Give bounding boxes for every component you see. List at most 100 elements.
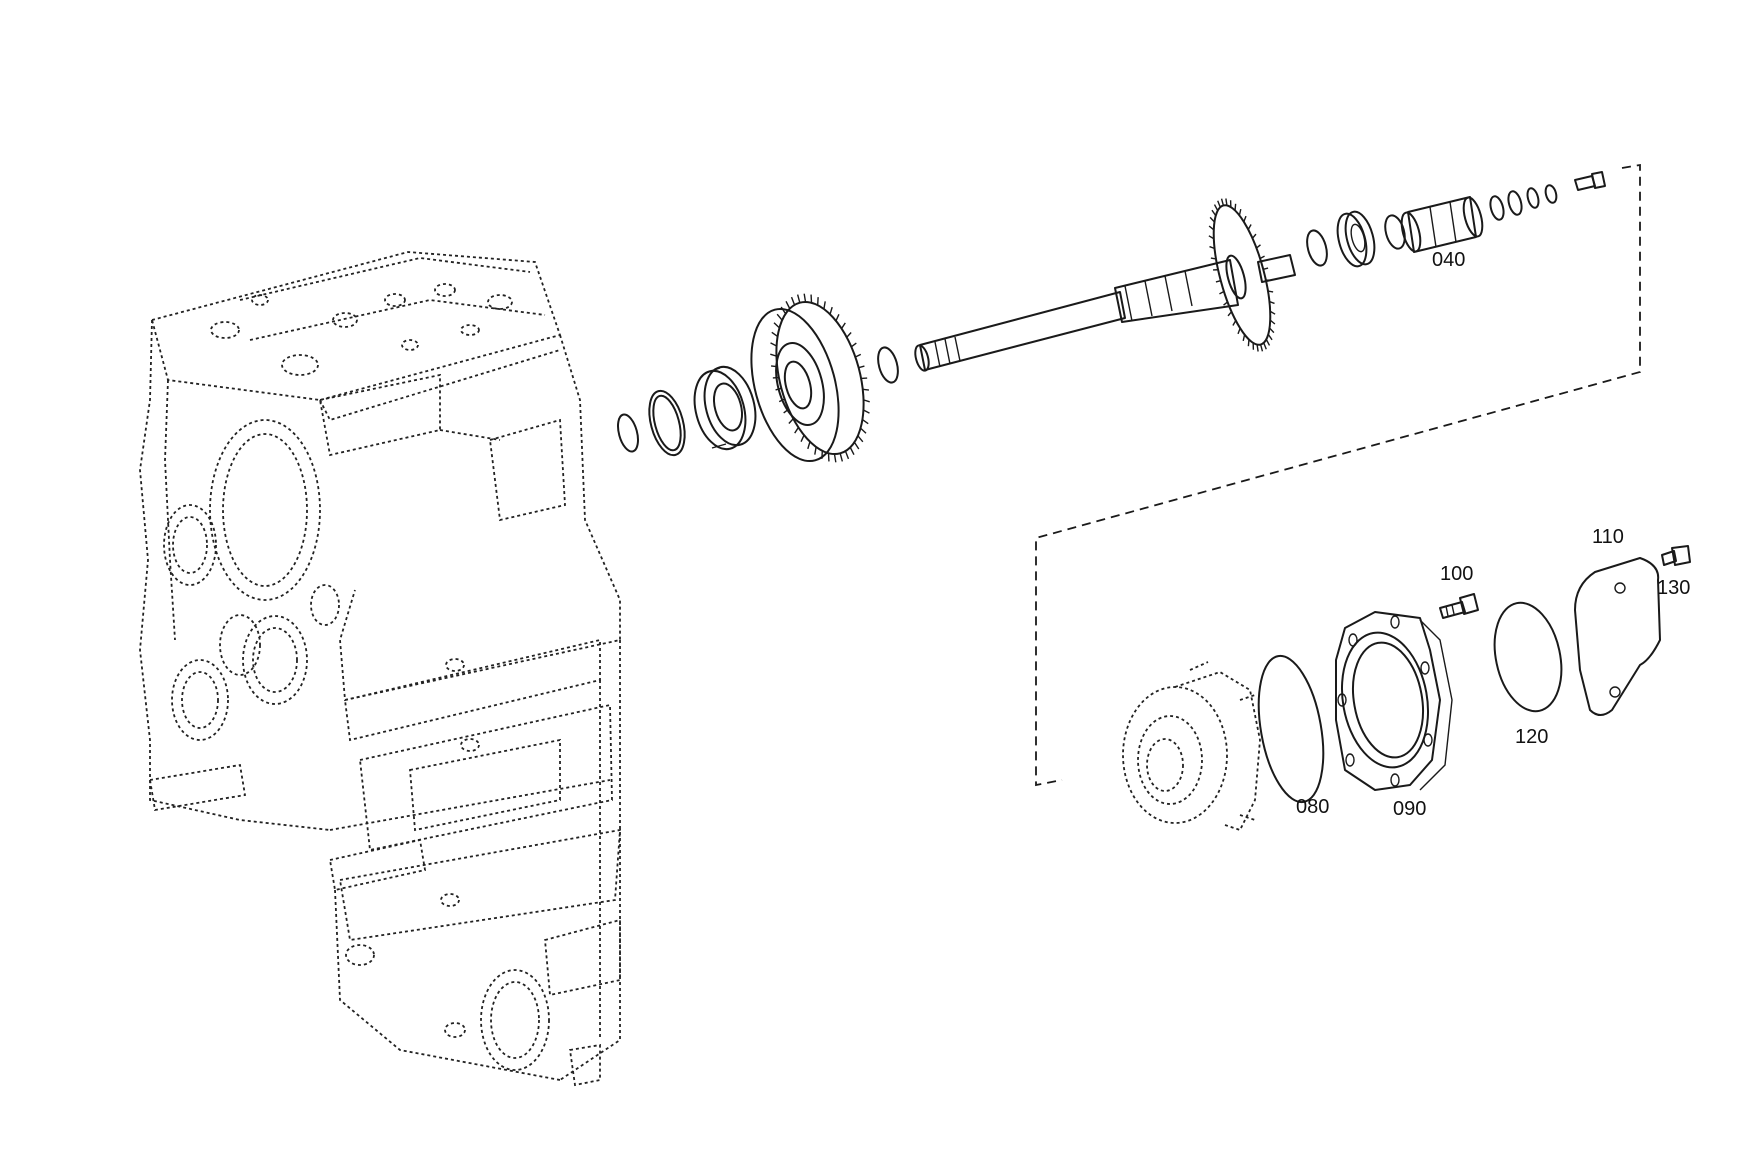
tooth [796, 294, 801, 303]
screw [1574, 171, 1606, 191]
main-shaft [914, 198, 1296, 372]
tooth [858, 365, 865, 369]
tooth [1208, 225, 1215, 231]
callout-080: 080 [1296, 796, 1329, 818]
tooth [857, 435, 864, 443]
tooth [1263, 342, 1267, 350]
tooth [790, 296, 796, 306]
plug-130 [1661, 545, 1691, 566]
tooth [1225, 198, 1228, 206]
tooth [788, 418, 794, 424]
tooth [1209, 245, 1215, 250]
tooth [1237, 327, 1241, 335]
tooth [1259, 255, 1265, 260]
small-rings [1489, 184, 1558, 221]
thrust-ring [1306, 229, 1328, 267]
tooth [1211, 209, 1217, 217]
retaining-ring [877, 346, 899, 384]
o-ring-120 [1493, 601, 1563, 713]
tooth [800, 434, 805, 442]
tooth [1227, 311, 1233, 317]
assembly-bracket [1035, 163, 1641, 787]
tooth [794, 427, 799, 434]
tooth [1219, 290, 1225, 295]
tooth [1210, 257, 1217, 260]
tooth [1269, 327, 1275, 334]
callout-110: 110 [1592, 526, 1624, 548]
gear [750, 293, 870, 463]
cover-assembly [1122, 545, 1691, 832]
o-ring [648, 389, 686, 457]
tooth [780, 306, 787, 315]
tooth [823, 301, 826, 310]
tooth [844, 450, 850, 460]
tooth [1256, 244, 1261, 249]
tooth [850, 342, 857, 348]
tooth [1217, 200, 1221, 208]
tooth [1213, 204, 1219, 211]
tooth [1269, 310, 1276, 315]
tooth [803, 293, 807, 303]
callout-090: 090 [1393, 798, 1426, 820]
tooth [863, 409, 870, 414]
tooth [1269, 319, 1276, 325]
tooth [770, 365, 778, 368]
tooth [1209, 216, 1215, 223]
tooth [849, 447, 855, 456]
tooth [829, 306, 833, 315]
callout-130: 130 [1657, 577, 1690, 599]
tooth [1267, 333, 1273, 341]
tooth [863, 399, 870, 403]
tooth [1247, 224, 1252, 230]
screw-100 [1439, 593, 1479, 619]
sleeve-040 [1400, 196, 1484, 253]
tooth [1247, 339, 1250, 347]
tooth [841, 322, 846, 329]
tooth [778, 398, 785, 403]
tooth [775, 387, 782, 391]
tooth [785, 300, 791, 309]
bearing [693, 365, 757, 451]
gasket-plate-110 [1574, 557, 1661, 716]
tooth [773, 322, 780, 329]
tooth [1269, 300, 1275, 305]
tooth [1208, 235, 1215, 240]
tooth [783, 408, 790, 414]
tooth [862, 418, 869, 425]
callout-100: 100 [1440, 563, 1473, 585]
tooth [839, 453, 844, 462]
tooth [853, 441, 860, 450]
seal-ring [1384, 214, 1406, 250]
tooth [807, 441, 811, 450]
needle-bearing [1336, 210, 1376, 268]
tooth [833, 453, 837, 463]
shaft-assembly [617, 171, 1606, 463]
tooth [770, 342, 777, 347]
callout-040: 040 [1432, 249, 1465, 271]
tooth [1223, 301, 1228, 306]
tooth [1265, 339, 1271, 346]
tooth [1243, 215, 1247, 223]
tooth [835, 314, 840, 322]
tooth [1263, 267, 1269, 270]
tooth [814, 446, 817, 455]
tooth [1238, 209, 1242, 216]
tooth [1242, 334, 1246, 341]
tooth [1220, 198, 1225, 206]
tooth [1259, 344, 1264, 352]
callout-120: 120 [1515, 726, 1548, 748]
tooth [776, 313, 783, 321]
tooth [1251, 233, 1257, 239]
tooth [1234, 203, 1237, 211]
tooth [770, 353, 777, 357]
o-ring-080 [1257, 654, 1325, 804]
reference-cover-housing [1122, 661, 1261, 832]
tooth [862, 388, 870, 391]
tooth [1256, 344, 1259, 352]
tooth [860, 427, 867, 434]
transmission-housing [139, 251, 621, 1087]
snap-ring [617, 413, 639, 453]
cover-090 [1335, 611, 1453, 791]
